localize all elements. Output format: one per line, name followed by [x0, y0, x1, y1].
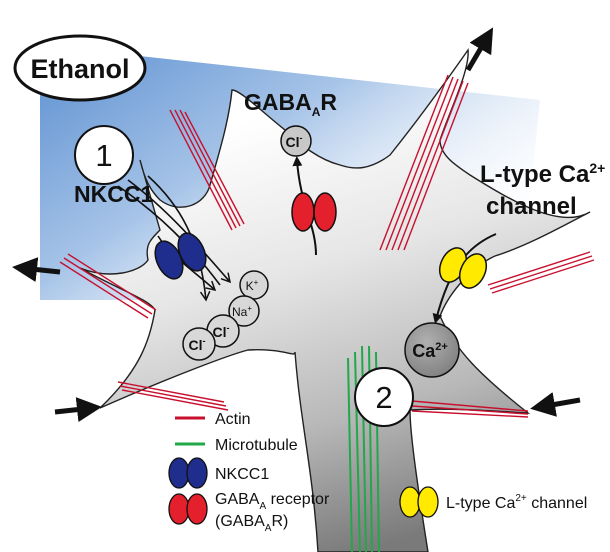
- step-2-marker: [354, 367, 414, 427]
- sodium-ion: [228, 295, 260, 327]
- step-1-marker: [74, 125, 134, 185]
- legend-gabaa-swatch: [168, 493, 208, 525]
- gabaa-receptor: [291, 192, 337, 232]
- gabaa-receptor-label: GABAAR: [244, 89, 337, 119]
- ltype-calcium-channel: [438, 247, 488, 289]
- nkcc1-transporter: [154, 232, 207, 280]
- sodium-label: Na+: [232, 304, 252, 319]
- calcium-ion: [404, 322, 460, 378]
- chloride-ion-a: [182, 327, 216, 361]
- gabaa-chloride-ion: [280, 125, 312, 157]
- chloride-label-a: Cl-: [189, 336, 206, 353]
- legend-nkcc1-swatch: [168, 457, 208, 489]
- legend-ltype-swatch: [399, 486, 439, 518]
- step-1-number: 1: [95, 138, 112, 173]
- ltype-channel-label-line2: channel: [486, 193, 577, 220]
- potassium-label: K+: [246, 278, 259, 293]
- legend-gabaa-label: GABAA receptor: [215, 491, 330, 512]
- chloride-label-b: Cl-: [213, 323, 230, 340]
- legend-microtubule-label: Microtubule: [215, 437, 298, 454]
- legend-ltype-label: L-type Ca2+ channel: [446, 493, 587, 512]
- legend-actin-label: Actin: [215, 411, 251, 428]
- calcium-label: Ca2+: [412, 341, 448, 361]
- gabaa-chloride-label: Cl-: [286, 133, 303, 150]
- step-2-number: 2: [375, 380, 392, 415]
- ethanol-bubble: [13, 34, 147, 102]
- force-arrows: [12, 27, 581, 423]
- legend-nkcc1-label: NKCC1: [215, 466, 269, 483]
- ethanol-label: Ethanol: [31, 54, 130, 84]
- actin-filaments: [59, 74, 595, 418]
- legend-gabaa-label-line2: (GABAAR): [215, 513, 288, 534]
- ltype-channel-label: L-type Ca2+: [480, 160, 605, 188]
- legend: Actin Microtubule NKCC1 GABAA receptor (…: [168, 411, 587, 534]
